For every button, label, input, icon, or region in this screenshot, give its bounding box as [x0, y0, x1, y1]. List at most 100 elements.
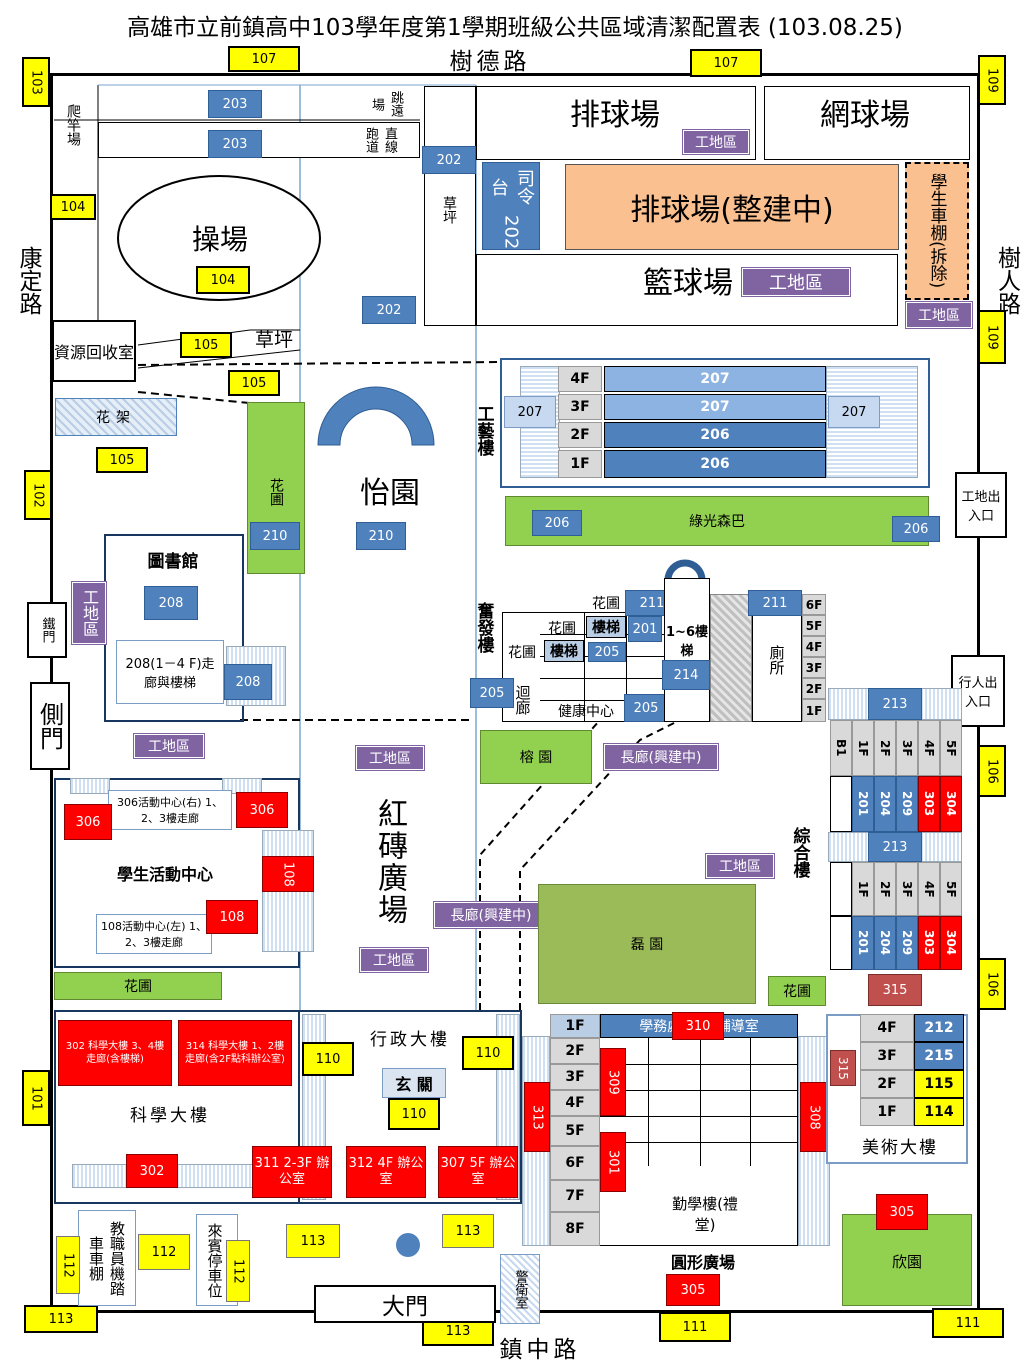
class-tag[interactable]: 309 [600, 1048, 626, 1116]
class-tag[interactable]: 209 [896, 776, 918, 832]
class-tag[interactable]: 213 [868, 832, 922, 862]
class-tag[interactable]: 210 [356, 522, 406, 550]
class-tag[interactable]: 109 [978, 55, 1006, 105]
class-tag[interactable]: 211 [748, 590, 802, 616]
class-tag[interactable]: 202 [422, 146, 476, 174]
long-corridor[interactable]: 長廊(興建中) [603, 743, 719, 771]
class-tag[interactable]: 310 [672, 1012, 724, 1040]
class-tag[interactable]: 306 [64, 804, 112, 840]
class-tag[interactable]: 201 [852, 916, 874, 970]
class-tag[interactable]: 204 [874, 776, 896, 832]
worksite-zone[interactable]: 工地區 [355, 745, 425, 771]
class-tag[interactable]: 306 [236, 792, 288, 828]
basketball-label: 籃球場 [643, 266, 733, 301]
class-tag[interactable]: 206 [532, 510, 582, 536]
class-tag[interactable]: 113 [286, 1224, 340, 1258]
class-tag[interactable]: 111 [659, 1312, 731, 1342]
class-tag[interactable]: 106 [978, 958, 1006, 1010]
class-tag[interactable]: 112 [56, 1236, 80, 1294]
note-302: 302 科學大樓 3、4樓走廊(含樓梯) [58, 1020, 172, 1086]
class-tag[interactable]: 305 [876, 1194, 928, 1230]
class-tag[interactable]: 208 [224, 664, 272, 700]
worksite-zone[interactable]: 工地區 [682, 129, 750, 155]
class-tag[interactable]: 106 [978, 745, 1006, 797]
class-tag[interactable]: 114 [914, 1098, 964, 1126]
class-tag[interactable]: 110 [388, 1098, 440, 1130]
class-tag[interactable]: 213 [868, 688, 922, 720]
class-tag[interactable]: 205 [624, 694, 668, 722]
floor-label: 2F [802, 678, 826, 699]
class-tag[interactable]: 105 [96, 447, 148, 473]
toilet-label: 廁所 [767, 645, 786, 675]
class-tag[interactable]: 206 [604, 450, 826, 478]
class-tag[interactable]: 215 [914, 1042, 964, 1070]
class-tag[interactable]: 303 [918, 916, 940, 970]
class-tag[interactable]: 111 [932, 1308, 1004, 1338]
class-tag[interactable]: 212 [914, 1014, 964, 1042]
class-tag[interactable]: 315 [868, 974, 922, 1006]
class-tag[interactable]: 207 [604, 366, 826, 392]
class-tag[interactable]: 304 [940, 776, 962, 832]
class-tag[interactable]: 206 [604, 422, 826, 448]
class-tag[interactable]: 207 [828, 396, 880, 428]
class-tag[interactable]: 110 [462, 1036, 514, 1070]
worksite-zone[interactable]: 工地區 [133, 733, 205, 759]
class-tag[interactable]: 207 [604, 394, 826, 420]
class-tag[interactable]: 203 [208, 90, 262, 118]
class-tag[interactable]: 308 [800, 1082, 828, 1152]
class-tag[interactable]: 112 [138, 1234, 190, 1270]
class-tag[interactable]: 108 [262, 856, 314, 892]
class-tag[interactable]: 304 [940, 916, 962, 970]
floor-label: 6F [550, 1146, 600, 1180]
class-tag[interactable]: 201 [628, 616, 662, 642]
class-tag[interactable]: 113 [442, 1214, 494, 1248]
stair-tower [664, 578, 710, 722]
class-tag[interactable]: 105 [180, 332, 232, 358]
worksite-zone[interactable]: 工地區 [905, 301, 973, 329]
class-tag[interactable]: 105 [228, 370, 280, 396]
class-tag[interactable]: 207 [504, 396, 556, 428]
class-tag[interactable]: 313 [524, 1082, 550, 1152]
class-tag[interactable]: 210 [250, 522, 300, 550]
class-tag[interactable]: 110 [302, 1042, 354, 1076]
floor-label: 4F [558, 366, 602, 392]
class-tag[interactable]: 208 [144, 586, 198, 620]
class-tag[interactable]: 305 [666, 1274, 720, 1306]
class-tag[interactable]: 104 [196, 266, 250, 294]
class-tag[interactable]: 204 [874, 916, 896, 970]
class-tag[interactable]: 115 [914, 1070, 964, 1098]
class-tag[interactable]: 301 [600, 1132, 626, 1192]
class-tag[interactable]: 109 [978, 310, 1006, 364]
class-tag[interactable]: 206 [892, 516, 940, 542]
worksite-zone[interactable]: 工地區 [705, 853, 775, 879]
class-tag[interactable]: 205 [588, 642, 626, 662]
class-tag[interactable]: 302 [126, 1154, 178, 1188]
class-tag[interactable]: 101 [22, 1070, 50, 1126]
class-tag[interactable]: 202 [500, 214, 522, 249]
worksite-zone[interactable]: 工地區 [359, 947, 429, 973]
class-tag[interactable]: 205 [470, 678, 514, 708]
class-tag[interactable]: 108 [206, 900, 258, 934]
class-tag[interactable]: 209 [896, 916, 918, 970]
class-tag[interactable]: 214 [662, 660, 710, 690]
class-tag[interactable]: 103 [22, 57, 50, 107]
long-corridor[interactable]: 長廊(興建中) [433, 901, 549, 929]
class-tag[interactable]: 113 [24, 1305, 98, 1333]
bike-shed: 學生車棚(拆除) [905, 162, 969, 300]
class-tag[interactable]: 315 [830, 1050, 856, 1086]
class-tag[interactable]: 104 [50, 194, 96, 220]
xinyuan [842, 1214, 972, 1306]
class-tag[interactable]: 201 [852, 776, 874, 832]
class-tag[interactable]: 203 [208, 130, 262, 158]
class-tag[interactable]: 107 [690, 49, 762, 77]
class-tag[interactable]: 202 [362, 296, 416, 324]
qinxue-floors: 1F 2F 3F 4F 5F 6F 7F 8F [550, 1014, 600, 1246]
class-tag[interactable]: 102 [24, 470, 52, 520]
class-tag[interactable]: 112 [226, 1240, 250, 1302]
worksite-zone[interactable]: 工地區 [71, 581, 107, 645]
worksite-zone[interactable]: 工地區 [741, 267, 851, 297]
road-right: 樹人路 [993, 245, 1020, 315]
class-tag[interactable]: 303 [918, 776, 940, 832]
volleyball-label: 排球場 [570, 98, 660, 133]
class-tag[interactable]: 107 [228, 46, 300, 72]
